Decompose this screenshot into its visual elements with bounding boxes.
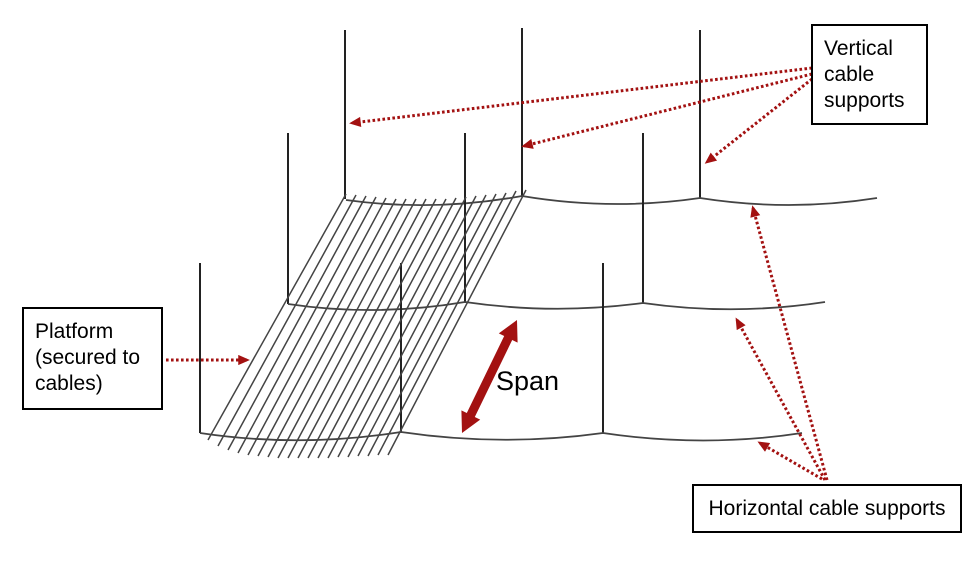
hatch-stroke xyxy=(377,190,517,456)
vertical-cable-supports-label-box: Vertical cable supports xyxy=(811,24,928,125)
hatch-stroke xyxy=(317,197,457,459)
back-vertical-cables xyxy=(344,28,701,199)
dotted-arrow xyxy=(757,441,823,481)
dotted-arrow xyxy=(704,77,813,164)
hatch-stroke xyxy=(287,198,427,459)
platform-label-box: Platform (secured to cables) xyxy=(22,307,163,410)
horizontal-supports-callout-arrows xyxy=(735,205,829,481)
hatch-stroke xyxy=(387,189,527,456)
middle-vertical-cables xyxy=(287,133,644,304)
hatch-stroke xyxy=(297,198,437,459)
dotted-arrow xyxy=(349,66,813,128)
dotted-arrow xyxy=(750,205,829,481)
span-double-arrow xyxy=(461,320,518,433)
hatch-stroke xyxy=(227,195,367,451)
hatch-stroke xyxy=(337,195,477,458)
hatch-stroke xyxy=(207,193,347,441)
dotted-arrow xyxy=(735,317,827,481)
hatch-stroke xyxy=(357,193,497,457)
hatch-stroke xyxy=(307,198,447,459)
platform-hatching xyxy=(207,189,527,459)
top-horizontal-cable xyxy=(345,195,878,207)
front-vertical-cables xyxy=(199,263,604,434)
hatch-stroke xyxy=(237,196,377,454)
vertical-cable-supports-label: Vertical cable supports xyxy=(824,37,905,112)
hatch-stroke xyxy=(257,198,397,457)
hatch-stroke xyxy=(217,194,357,447)
platform-label: Platform (secured to cables) xyxy=(35,320,141,395)
span-label: Span xyxy=(496,366,560,396)
bottom-horizontal-cable xyxy=(199,431,803,442)
vertical-supports-callout-arrows xyxy=(349,66,813,164)
dotted-arrow xyxy=(521,72,813,149)
hatch-stroke xyxy=(367,192,507,457)
hatch-stroke xyxy=(267,198,407,458)
horizontal-cable-supports-label: Horizontal cable supports xyxy=(708,496,946,520)
horizontal-cable-supports-label-box: Horizontal cable supports xyxy=(692,484,962,533)
hatch-stroke xyxy=(277,198,417,459)
hatch-stroke xyxy=(347,194,487,458)
hatch-stroke xyxy=(247,197,387,456)
hatch-stroke xyxy=(327,196,467,459)
